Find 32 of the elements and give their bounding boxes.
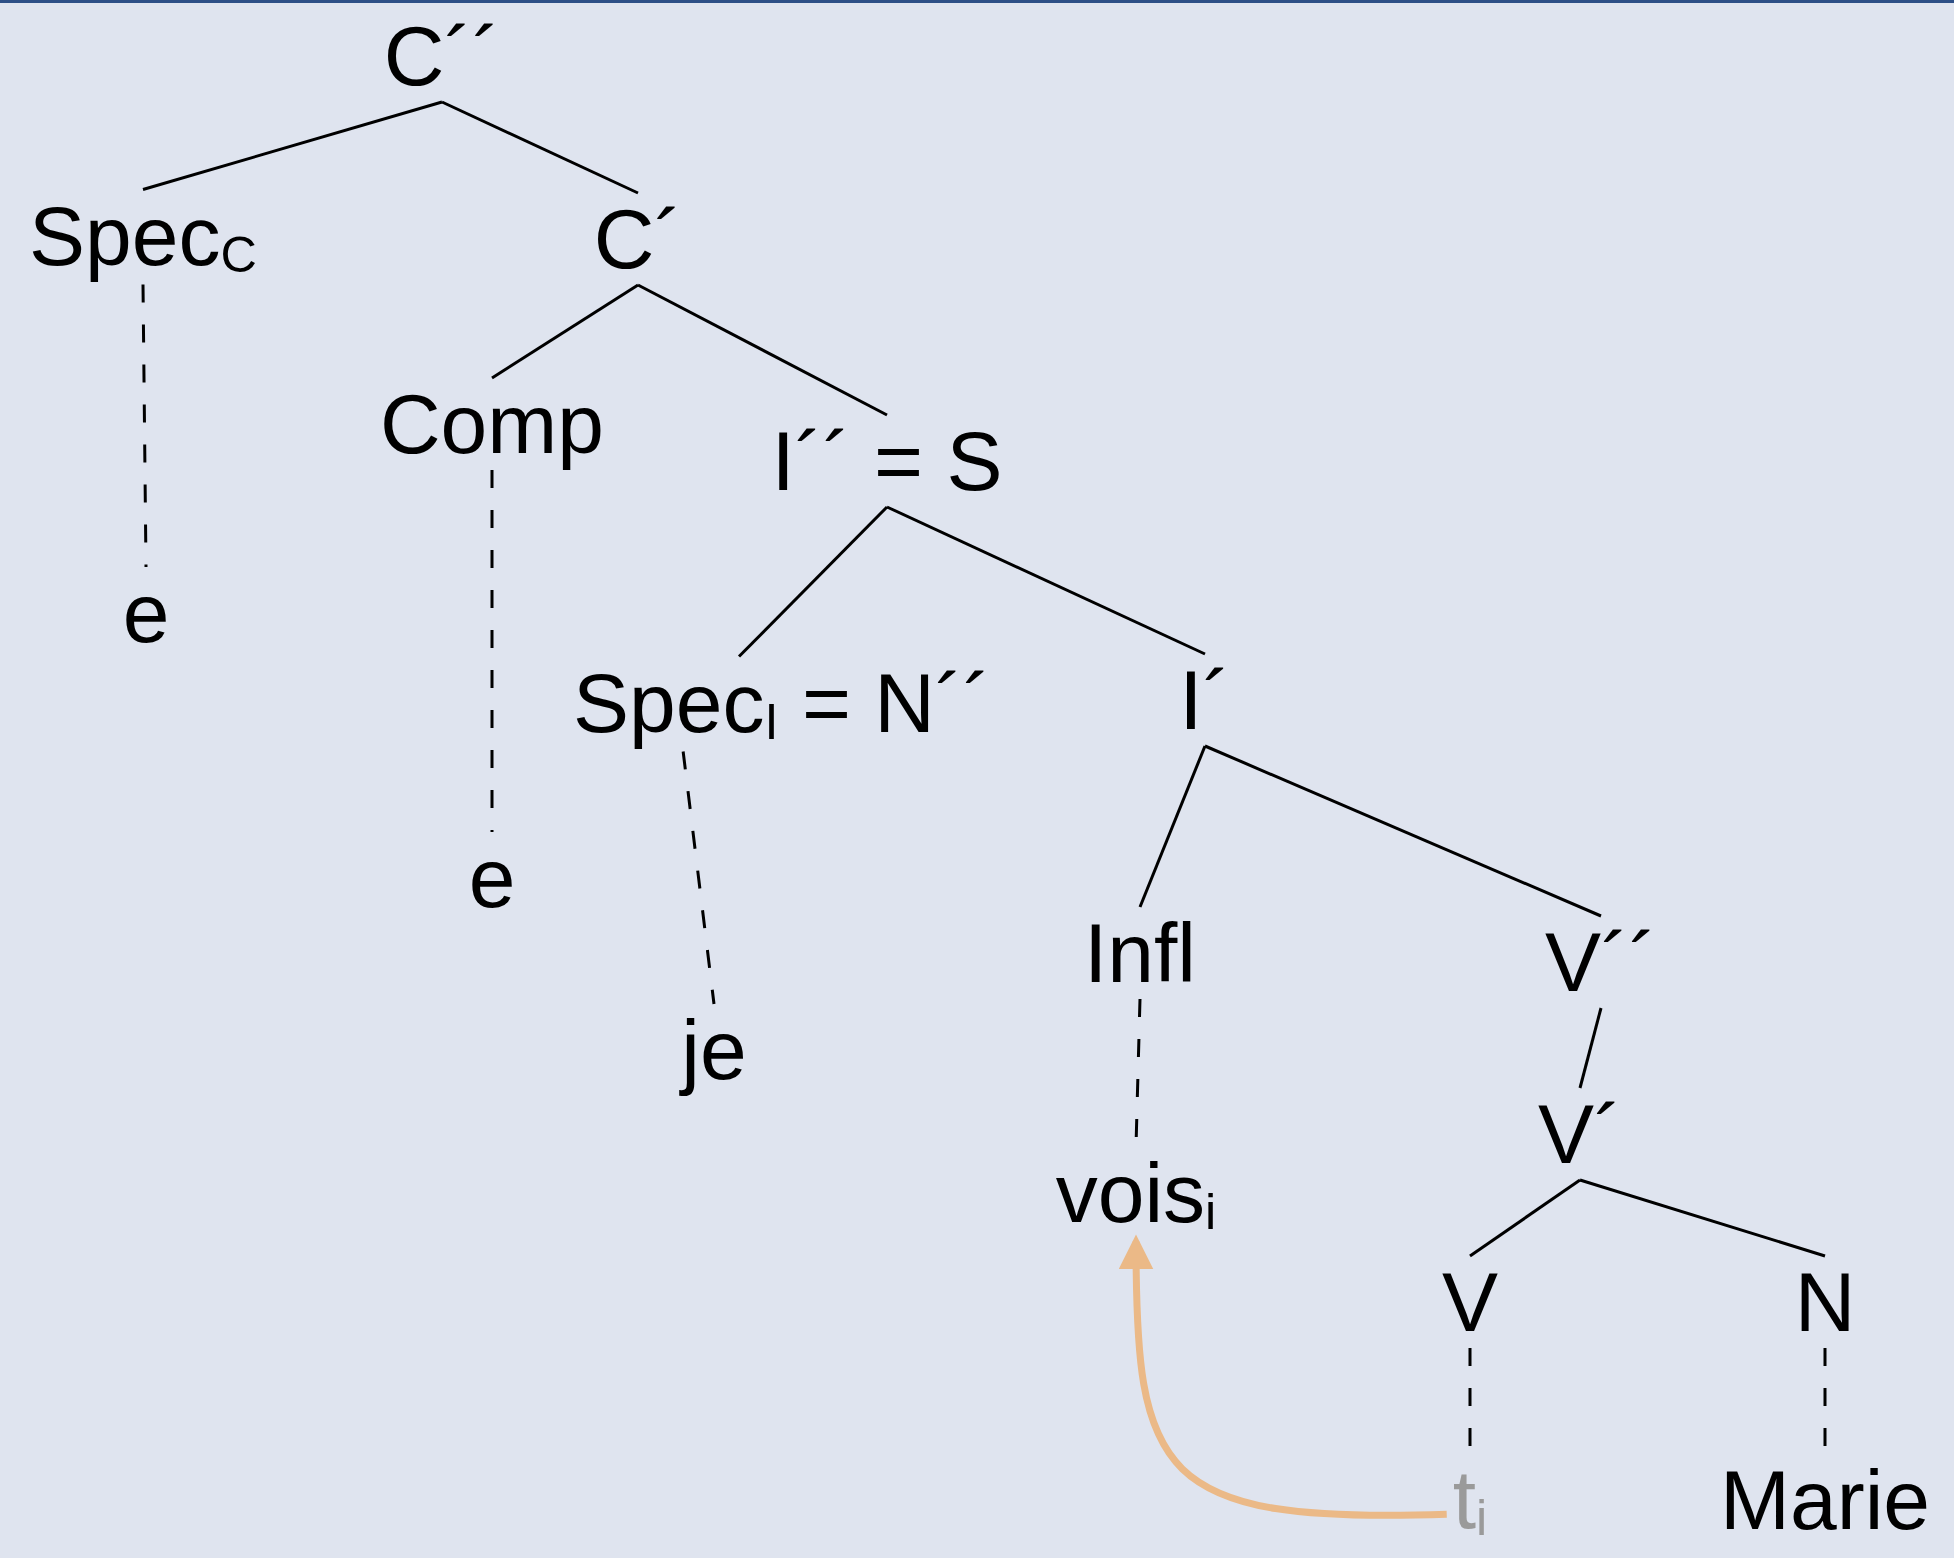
node-label: I´´ = S — [765, 415, 1009, 507]
node-label: C´´ — [377, 10, 507, 102]
branch-line — [637, 283, 888, 417]
node-label: V´ — [1532, 1088, 1628, 1180]
node-label: N — [1788, 1256, 1862, 1348]
dashed-branch-line — [141, 284, 148, 567]
node-label: je — [675, 1004, 753, 1096]
node-label: e — [462, 832, 522, 924]
branch-line — [142, 100, 443, 191]
node-label: Comp — [373, 378, 611, 470]
node-label: Marie — [1714, 1454, 1936, 1546]
branch-line — [737, 505, 889, 658]
branch-line — [441, 100, 639, 195]
dashed-branch-line — [681, 751, 716, 1005]
branch-line — [1579, 1178, 1826, 1258]
node-label: C´ — [587, 193, 689, 285]
dashed-branch-line — [490, 470, 494, 832]
branch-line — [491, 283, 639, 380]
node-label: Spec$_{C}$ — [23, 189, 263, 285]
node-label: V — [1436, 1256, 1504, 1348]
branch-line — [886, 505, 1206, 656]
node-label: t$_{i}$ — [1446, 1452, 1494, 1548]
branch-line — [1469, 1178, 1581, 1258]
branch-line — [1204, 744, 1602, 918]
node-label: V´´ — [1539, 916, 1663, 1008]
branch-line — [1578, 1007, 1603, 1089]
node-label: Spec$_{I}$ = N´´ — [567, 656, 997, 752]
node-label: I´ — [1173, 654, 1237, 746]
branch-line — [1138, 745, 1207, 908]
node-label: e — [116, 567, 176, 659]
node-label: Infl — [1077, 907, 1203, 999]
node-label: vois$_{i}$ — [1049, 1146, 1223, 1242]
